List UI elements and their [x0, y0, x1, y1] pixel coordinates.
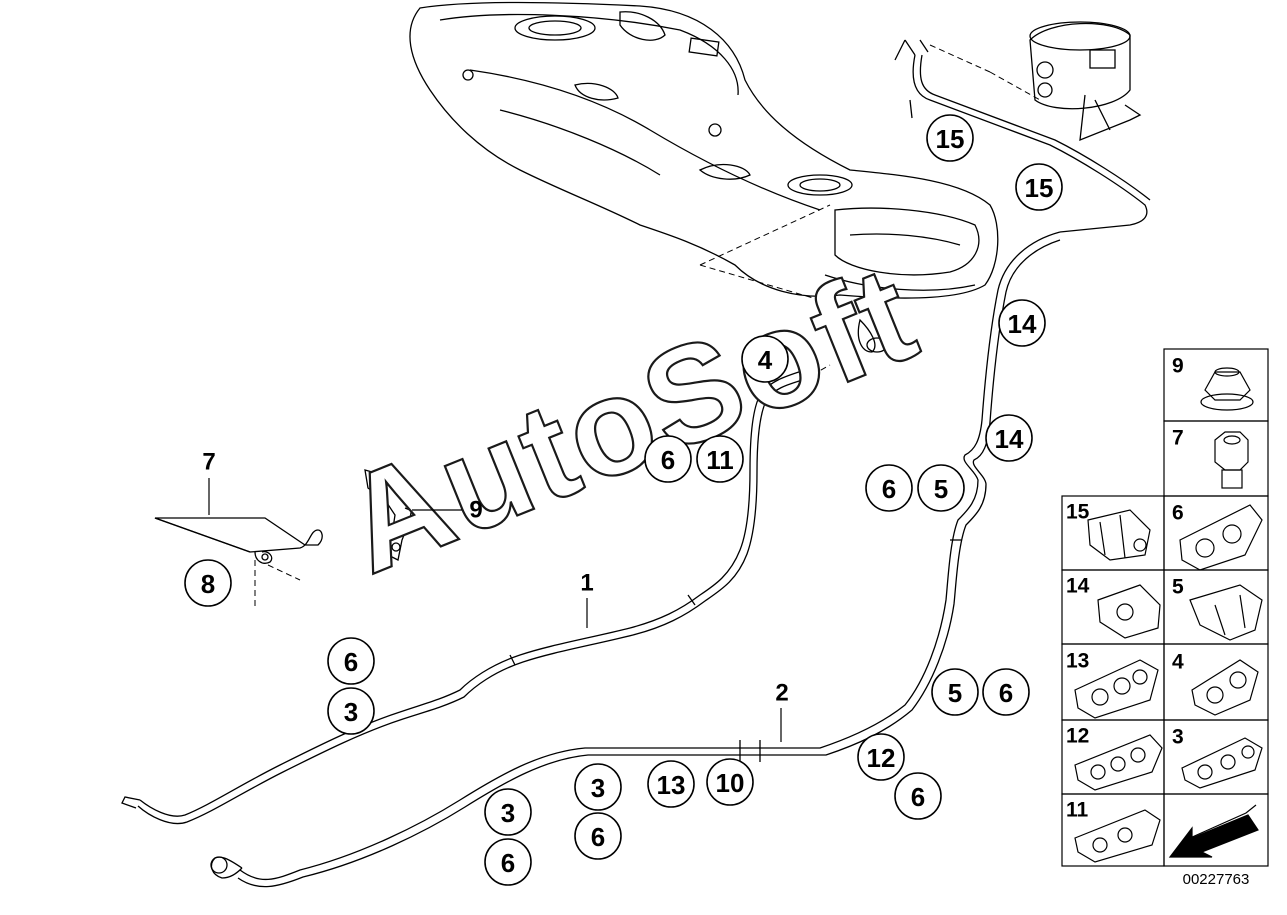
callout-3: 3 [591, 773, 605, 803]
pipe-clip-15-icon [1087, 509, 1151, 561]
watermark-text: AutoSoft [324, 236, 937, 603]
bolt-icon [1214, 431, 1249, 489]
callout-15: 15 [1025, 173, 1054, 203]
diagram-id: 00227763 [1183, 871, 1250, 888]
legend-label-15: 15 [1066, 501, 1090, 524]
callout-3: 3 [501, 798, 515, 828]
pipe-clip-5-icon [1189, 584, 1263, 641]
pipe-clip-3-icon [1181, 737, 1263, 789]
callout-14: 14 [995, 424, 1024, 454]
part-label-1: 1 [580, 570, 593, 597]
parts-legend [1061, 348, 1269, 867]
callout-10: 10 [716, 768, 745, 798]
callout-6: 6 [591, 822, 605, 852]
pipe-clip-13-icon [1074, 659, 1159, 719]
part-label-2: 2 [775, 680, 788, 707]
fuel-line-2 [210, 231, 1061, 888]
callout-6: 6 [911, 782, 925, 812]
callout-6: 6 [999, 678, 1013, 708]
fuel-line-1 [121, 357, 819, 825]
legend-label-14: 14 [1066, 575, 1090, 598]
legend-label-7: 7 [1172, 427, 1184, 450]
callout-circles [184, 114, 1063, 886]
callout-6: 6 [661, 445, 675, 475]
legend-label-4: 4 [1172, 651, 1184, 674]
pipe-clip-4-icon [1191, 659, 1259, 716]
part-label-7: 7 [202, 449, 215, 476]
callout-5: 5 [948, 678, 962, 708]
legend-label-6: 6 [1172, 502, 1184, 525]
callout-13: 13 [657, 770, 686, 800]
label-leaders [208, 478, 782, 742]
callout-8: 8 [201, 569, 215, 599]
callout-12: 12 [867, 743, 896, 773]
pipe-clip-14-icon [1097, 584, 1161, 639]
direction-arrow-icon [1168, 804, 1259, 858]
callout-15: 15 [936, 124, 965, 154]
callout-4: 4 [758, 345, 773, 375]
fuel-tank-drawing [409, 1, 999, 353]
legend-label-12: 12 [1066, 725, 1089, 748]
pipe-clip-11-icon [1074, 809, 1161, 863]
callout-3: 3 [344, 697, 358, 727]
callout-11: 11 [706, 445, 734, 475]
legend-labels: 9 7 15 6 14 5 13 4 12 3 11 [1066, 355, 1184, 822]
callout-labels: 15 15 14 14 4 6 11 6 5 8 6 3 5 6 12 6 3 … [201, 124, 1054, 878]
legend-icons [1074, 367, 1263, 863]
pipe-clip-12-icon [1074, 734, 1163, 791]
pipe-clip-6-icon [1179, 504, 1263, 571]
callout-6: 6 [882, 474, 896, 504]
legend-label-9: 9 [1172, 355, 1184, 378]
legend-label-5: 5 [1172, 576, 1184, 599]
charcoal-canister-drawing [1029, 21, 1142, 142]
callout-5: 5 [934, 474, 948, 504]
bracket-9-drawing [364, 469, 416, 561]
part-label-9: 9 [469, 497, 482, 524]
flange-nut-icon [1200, 367, 1254, 411]
legend-label-11: 11 [1066, 799, 1089, 822]
vent-line-drawing [894, 39, 1151, 233]
leader-lines [254, 44, 1041, 610]
legend-label-13: 13 [1066, 650, 1089, 673]
callout-6: 6 [344, 647, 358, 677]
callout-6: 6 [501, 848, 515, 878]
callout-14: 14 [1008, 309, 1037, 339]
bracket-7-drawing [154, 517, 323, 564]
legend-label-3: 3 [1172, 726, 1184, 749]
